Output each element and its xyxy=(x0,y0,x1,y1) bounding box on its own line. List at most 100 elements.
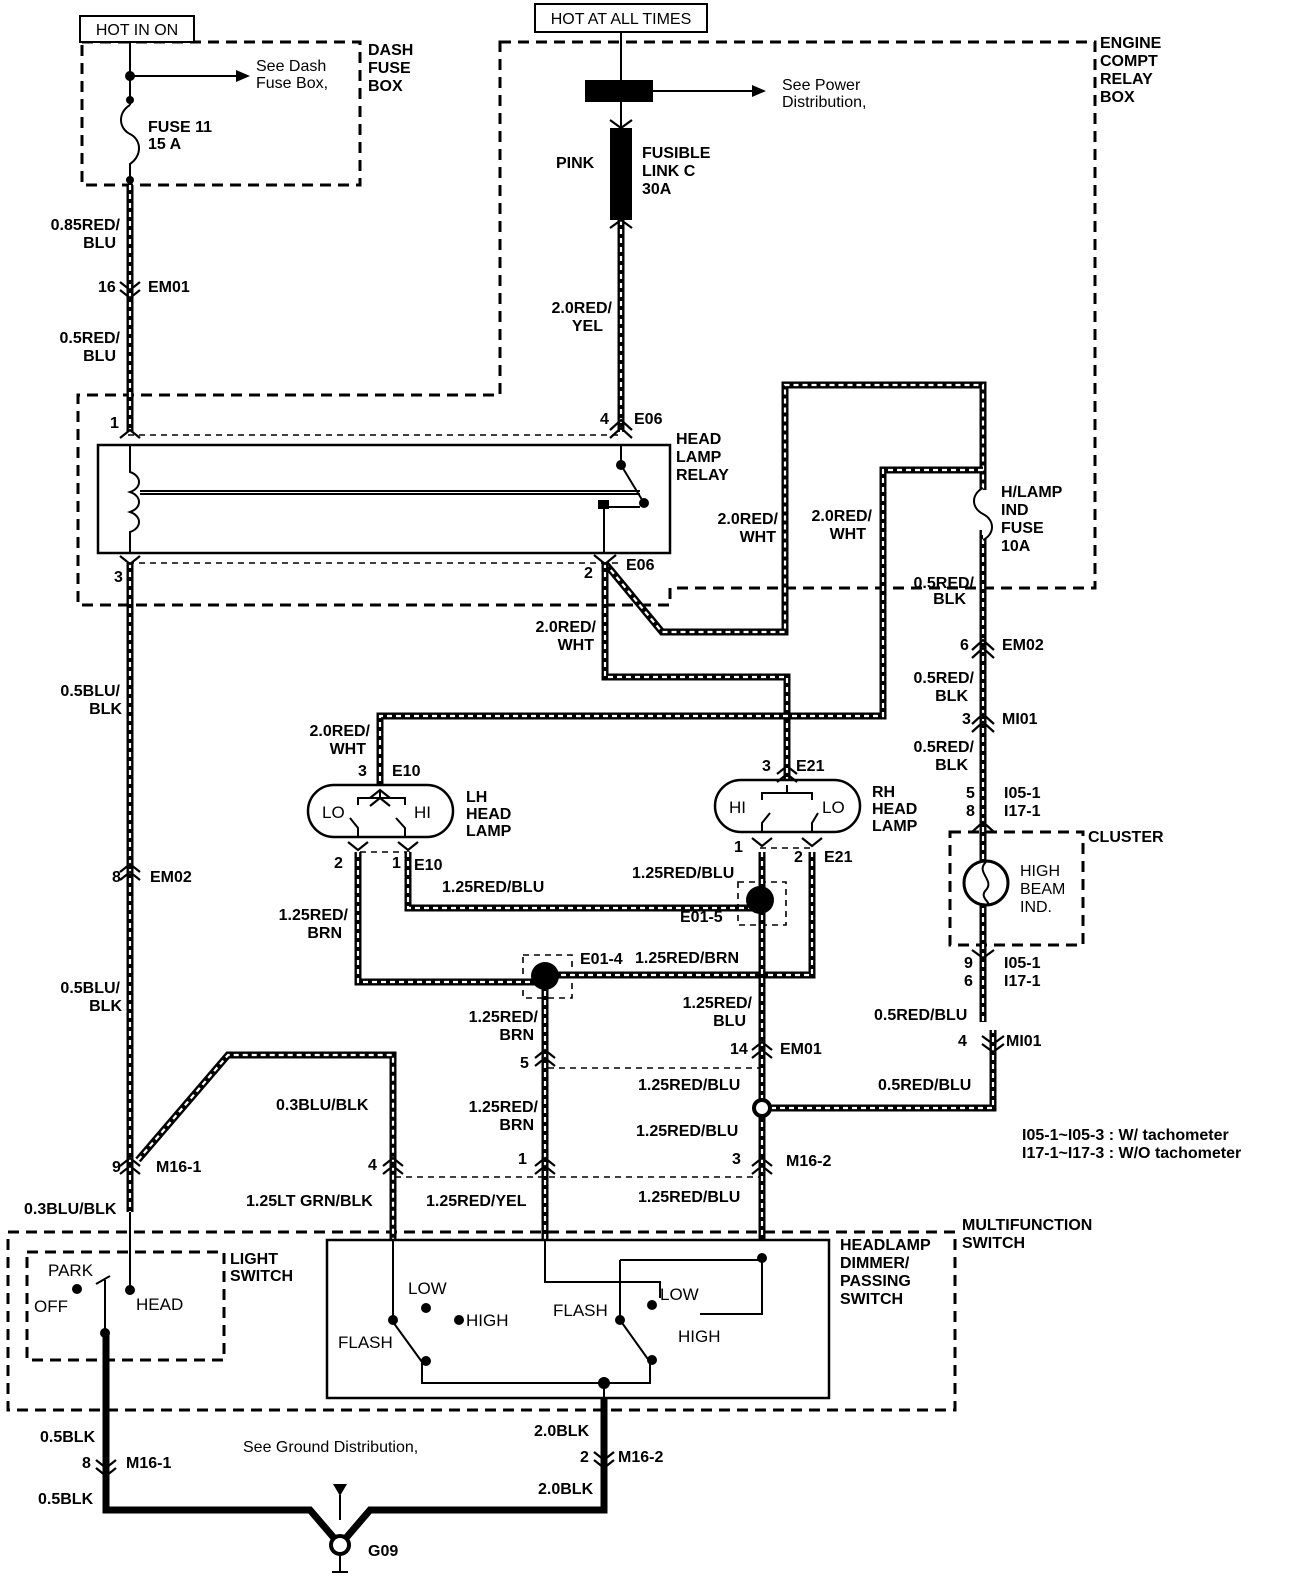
svg-text:3: 3 xyxy=(962,711,971,728)
svg-text:1.25RED/BLU: 1.25RED/BLU xyxy=(638,1077,740,1094)
lh-head-lamp-label: LH HEAD LAMP xyxy=(466,789,516,840)
arrow-dash-fuse xyxy=(236,70,250,82)
svg-text:0.3BLU/BLK: 0.3BLU/BLK xyxy=(276,1097,369,1114)
light-switch-label: LIGHT SWITCH xyxy=(230,1251,293,1285)
svg-text:1.25LT GRN/BLK: 1.25LT GRN/BLK xyxy=(246,1193,373,1210)
svg-text:2: 2 xyxy=(584,565,593,582)
lh-hi-label: HI xyxy=(414,803,431,822)
svg-text:1.25RED/BRN: 1.25RED/BRN xyxy=(469,1009,539,1044)
svg-text:3: 3 xyxy=(732,1151,741,1168)
rh-head-lamp-label: RH HEAD LAMP xyxy=(872,784,922,835)
relay-coil xyxy=(126,445,140,553)
svg-text:I17-1: I17-1 xyxy=(1004,973,1041,990)
high-beam-filament xyxy=(981,861,990,906)
svg-text:0.5RED/BLK: 0.5RED/BLK xyxy=(914,575,975,608)
headlamp-dimmer-label: HEADLAMP DIMMER/ PASSING SWITCH xyxy=(840,1237,935,1308)
svg-text:0.5RED/BLK: 0.5RED/BLK xyxy=(914,670,975,705)
rh-filament xyxy=(761,785,819,832)
lh-lo-label: LO xyxy=(322,803,345,822)
cluster-outline xyxy=(948,830,1085,947)
svg-text:2: 2 xyxy=(580,1449,589,1466)
headlamp-dimmer-frame xyxy=(325,1238,831,1400)
fusible-link-c xyxy=(610,128,632,220)
dimmer-internal-wiring xyxy=(392,1240,763,1398)
hlamp-ind-fuse-symbol xyxy=(973,487,993,541)
fusible-link-label: FUSIBLE LINK C 30A xyxy=(642,145,715,198)
svg-text:2: 2 xyxy=(334,855,343,872)
svg-text:I17-1: I17-1 xyxy=(1004,803,1041,820)
dash-fuse-box-outline xyxy=(80,40,362,187)
light-switch-off-label: OFF xyxy=(34,1297,68,1316)
cluster-label: CLUSTER xyxy=(1088,829,1164,846)
svg-text:I05-1: I05-1 xyxy=(1004,955,1041,972)
svg-text:1: 1 xyxy=(734,839,743,856)
svg-text:1.25RED/BLU: 1.25RED/BLU xyxy=(632,865,734,882)
svg-text:1: 1 xyxy=(518,1151,527,1168)
svg-text:0.3BLU/BLK: 0.3BLU/BLK xyxy=(24,1201,117,1218)
svg-text:1.25RED/BRN: 1.25RED/BRN xyxy=(635,950,739,967)
relay-armature-line xyxy=(140,490,640,495)
pink-label: PINK xyxy=(556,155,595,172)
hot-at-all-times-label: HOT AT ALL TIMES xyxy=(551,11,692,28)
svg-text:0.5BLU/BLK: 0.5BLU/BLK xyxy=(60,683,122,718)
dimmer-flash-left: FLASH xyxy=(338,1333,393,1352)
fuse-11-symbol xyxy=(120,104,140,180)
svg-text:0.5BLK: 0.5BLK xyxy=(38,1491,94,1508)
svg-text:I05-1: I05-1 xyxy=(1004,785,1041,802)
svg-text:E01-4: E01-4 xyxy=(580,951,623,968)
light-switch-park-label: PARK xyxy=(48,1261,94,1280)
dimmer-high-right: HIGH xyxy=(678,1327,721,1346)
svg-text:1: 1 xyxy=(110,415,119,432)
power-bus-bar xyxy=(585,80,653,102)
svg-text:0.5BLU/BLK: 0.5BLU/BLK xyxy=(60,980,122,1015)
svg-text:4: 4 xyxy=(600,411,609,428)
svg-text:E21: E21 xyxy=(824,849,853,866)
dimmer-low-right: LOW xyxy=(660,1285,699,1304)
svg-text:M16-2: M16-2 xyxy=(786,1153,831,1170)
see-dash-fuse-box-label: See Dash Fuse Box, xyxy=(256,58,331,92)
svg-text:1.25RED/BLU: 1.25RED/BLU xyxy=(636,1123,738,1140)
rh-lo-label: LO xyxy=(822,798,845,817)
svg-text:9: 9 xyxy=(112,1159,121,1176)
svg-text:EM02: EM02 xyxy=(150,869,192,886)
svg-text:2.0RED/WHT: 2.0RED/WHT xyxy=(536,619,597,654)
hot-in-on-box xyxy=(79,15,195,43)
svg-text:0.5RED/BLK: 0.5RED/BLK xyxy=(914,739,975,774)
svg-text:1.25RED/BLU: 1.25RED/BLU xyxy=(442,879,544,896)
svg-text:8: 8 xyxy=(112,869,121,886)
svg-text:3: 3 xyxy=(762,758,771,775)
svg-text:8: 8 xyxy=(966,803,975,820)
svg-text:M16-1: M16-1 xyxy=(126,1455,171,1472)
svg-text:5: 5 xyxy=(520,1055,529,1072)
svg-text:8: 8 xyxy=(82,1455,91,1472)
light-switch-lever xyxy=(95,1275,111,1333)
high-beam-ind-label: HIGH BEAM IND. xyxy=(1020,863,1070,916)
svg-text:0.5RED/BLU: 0.5RED/BLU xyxy=(878,1077,971,1094)
svg-text:EM01: EM01 xyxy=(148,279,190,296)
svg-text:1: 1 xyxy=(392,855,401,872)
note-tach-1: I05-1~I05-3 : W/ tachometer xyxy=(1022,1127,1229,1144)
svg-text:0.5RED/BLU: 0.5RED/BLU xyxy=(60,330,121,365)
svg-text:6: 6 xyxy=(964,973,973,990)
dash-fuse-box-label: DASH FUSE BOX xyxy=(368,42,418,95)
arrow-power-dist xyxy=(752,85,766,97)
wire-labels: 0.85RED/BLU 0.5RED/BLU 2.0RED/YEL 2.0RED… xyxy=(24,217,975,1508)
dimmer-low-left: LOW xyxy=(408,1279,447,1298)
svg-text:1.25RED/BLU: 1.25RED/BLU xyxy=(683,995,753,1030)
svg-text:1.25RED/BLU: 1.25RED/BLU xyxy=(638,1189,740,1206)
svg-text:14: 14 xyxy=(730,1041,748,1058)
svg-text:MI01: MI01 xyxy=(1002,711,1038,728)
svg-text:2.0RED/WHT: 2.0RED/WHT xyxy=(310,723,371,758)
lh-head-lamp-body xyxy=(306,783,455,839)
multifunction-switch-outline xyxy=(6,1230,957,1412)
dimmer-high-left: HIGH xyxy=(466,1311,509,1330)
svg-text:2.0BLK: 2.0BLK xyxy=(534,1423,590,1440)
svg-text:EM01: EM01 xyxy=(780,1041,822,1058)
svg-text:2: 2 xyxy=(794,849,803,866)
rh-hi-label: HI xyxy=(729,798,746,817)
splice-e01-5 xyxy=(746,886,774,914)
dimmer-flash-right: FLASH xyxy=(553,1301,608,1320)
ground-g09-symbol xyxy=(329,1534,351,1556)
wire-ground-right xyxy=(337,1398,608,1548)
svg-text:9: 9 xyxy=(964,955,973,972)
